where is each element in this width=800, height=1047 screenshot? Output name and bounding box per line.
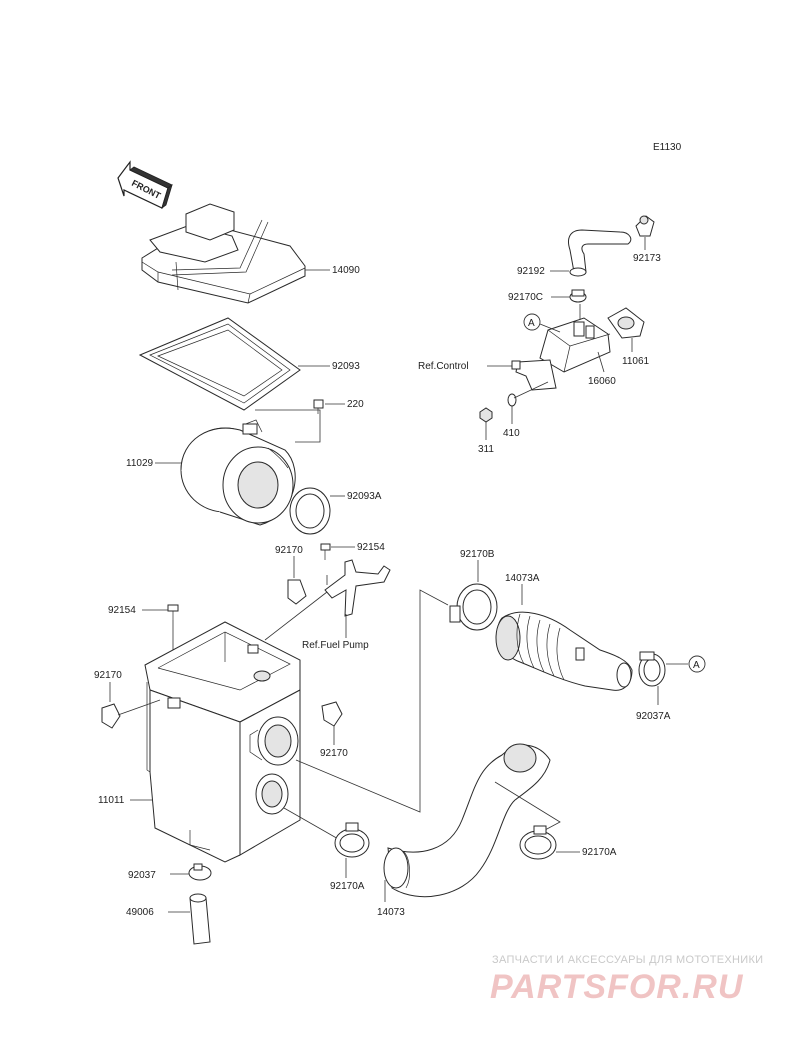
label-92170A-right: 92170A	[582, 847, 617, 858]
part-16060-breather-bracket	[515, 317, 611, 391]
label-16060: 16060	[588, 376, 616, 387]
part-14090-cover	[141, 203, 306, 304]
part-92170A-clamp-right	[519, 825, 557, 860]
control-bolt-icon	[511, 360, 521, 370]
part-92170C-clamp	[569, 289, 587, 303]
part-92170B-clamp	[449, 583, 498, 631]
label-311: 311	[478, 444, 494, 455]
part-311-nut	[479, 407, 493, 423]
label-410: 410	[503, 428, 520, 439]
part-92170-clip-mid	[321, 701, 343, 727]
part-92154-bolt-top	[320, 543, 331, 560]
airbox-outlet-upper	[249, 716, 299, 766]
label-ref-fuel-pump: Ref.Fuel Pump	[302, 640, 369, 651]
label-11011: 11011	[98, 795, 125, 806]
ref-a-top-circle	[523, 313, 541, 331]
label-14073A: 14073A	[505, 573, 540, 584]
part-14073-duct	[383, 743, 551, 898]
label-11029: 11029	[126, 458, 154, 469]
label-92037: 92037	[128, 870, 156, 881]
part-92170-clip-top	[287, 579, 307, 605]
label-11061: 11061	[622, 356, 650, 367]
label-92093A: 92093A	[347, 491, 382, 502]
label-220: 220	[347, 399, 364, 410]
label-14090: 14090	[332, 265, 360, 276]
airbox-tab-left	[167, 697, 181, 709]
label-92173: 92173	[633, 253, 661, 264]
part-92173-clip	[635, 215, 655, 237]
part-92154-bolt-left	[167, 604, 179, 620]
label-92170-top: 92170	[275, 545, 303, 556]
label-92170A-bottom: 92170A	[330, 881, 365, 892]
ref-a-right-circle	[688, 655, 706, 673]
label-14073: 14073	[377, 907, 405, 918]
ref-a-top-label: A	[528, 318, 535, 329]
watermark-logo: PARTSFOR.RU	[490, 968, 744, 1006]
label-92154-top: 92154	[357, 542, 385, 553]
part-49006-drain-tube	[189, 893, 211, 945]
airbox-outlet-lower	[255, 773, 289, 815]
part-92093A-ring	[289, 487, 331, 535]
part-92037A-clamp	[638, 651, 666, 687]
label-92093: 92093	[332, 361, 360, 372]
part-92093-gasket	[138, 317, 301, 411]
label-49006: 49006	[126, 907, 154, 918]
front-arrow-icon: FRONT	[117, 160, 173, 210]
part-92170A-clamp-bottom	[334, 822, 370, 858]
part-14073A-bellows-duct	[495, 611, 633, 691]
part-92170-clip-left	[101, 703, 121, 729]
diagram-code: E1130	[653, 142, 682, 153]
part-11029-filter	[180, 419, 296, 526]
fuel-pump-bracket	[324, 559, 391, 617]
label-92037A: 92037A	[636, 711, 671, 722]
part-11061-gasket	[607, 307, 645, 339]
label-92154-left: 92154	[108, 605, 136, 616]
part-220-bolt	[313, 399, 324, 414]
label-92170-left: 92170	[94, 670, 122, 681]
part-410-washer	[507, 393, 517, 407]
part-92037-clamp	[188, 863, 212, 881]
label-92170C: 92170C	[508, 292, 543, 303]
label-ref-control: Ref.Control	[418, 361, 469, 372]
part-11011-airbox	[144, 621, 301, 863]
part-92192-hose	[568, 229, 632, 277]
watermark-tagline: ЗАПЧАСТИ И АКСЕССУАРЫ ДЛЯ МОТОТЕХНИКИ	[492, 954, 763, 966]
label-92192: 92192	[517, 266, 545, 277]
label-92170-mid: 92170	[320, 748, 348, 759]
label-92170B: 92170B	[460, 549, 495, 560]
ref-a-right-label: A	[693, 660, 700, 671]
